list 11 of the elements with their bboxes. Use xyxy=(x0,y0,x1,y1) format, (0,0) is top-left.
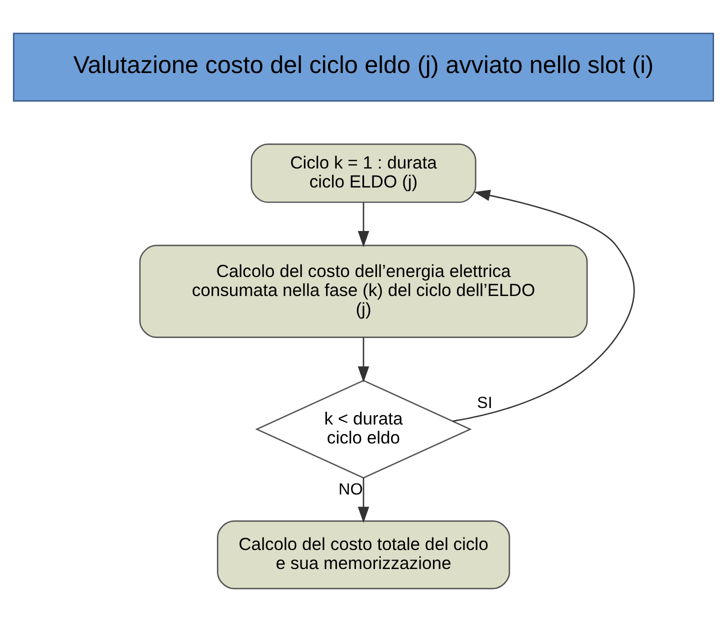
arrow xyxy=(358,478,370,522)
arrow xyxy=(452,189,635,422)
node-diamond: k < durata ciclo eldo xyxy=(255,379,472,478)
node-box: Calcolo del costo totale del ciclo e sua memorizzazione xyxy=(216,520,510,589)
node-box: Calcolo del costo dell’energia elettrica consumata nella fase (k) del ciclo dell’ELDO (j) xyxy=(139,244,588,338)
edge-label: NO xyxy=(338,480,363,498)
arrow xyxy=(358,202,370,247)
node-box: Ciclo k = 1 : durata ciclo ELDO (j) xyxy=(250,143,476,202)
node-box: Valutazione costo del ciclo eldo (j) avviato nello slot (i) xyxy=(12,32,714,102)
edge-label: SI xyxy=(477,394,492,412)
arrow xyxy=(358,336,370,382)
